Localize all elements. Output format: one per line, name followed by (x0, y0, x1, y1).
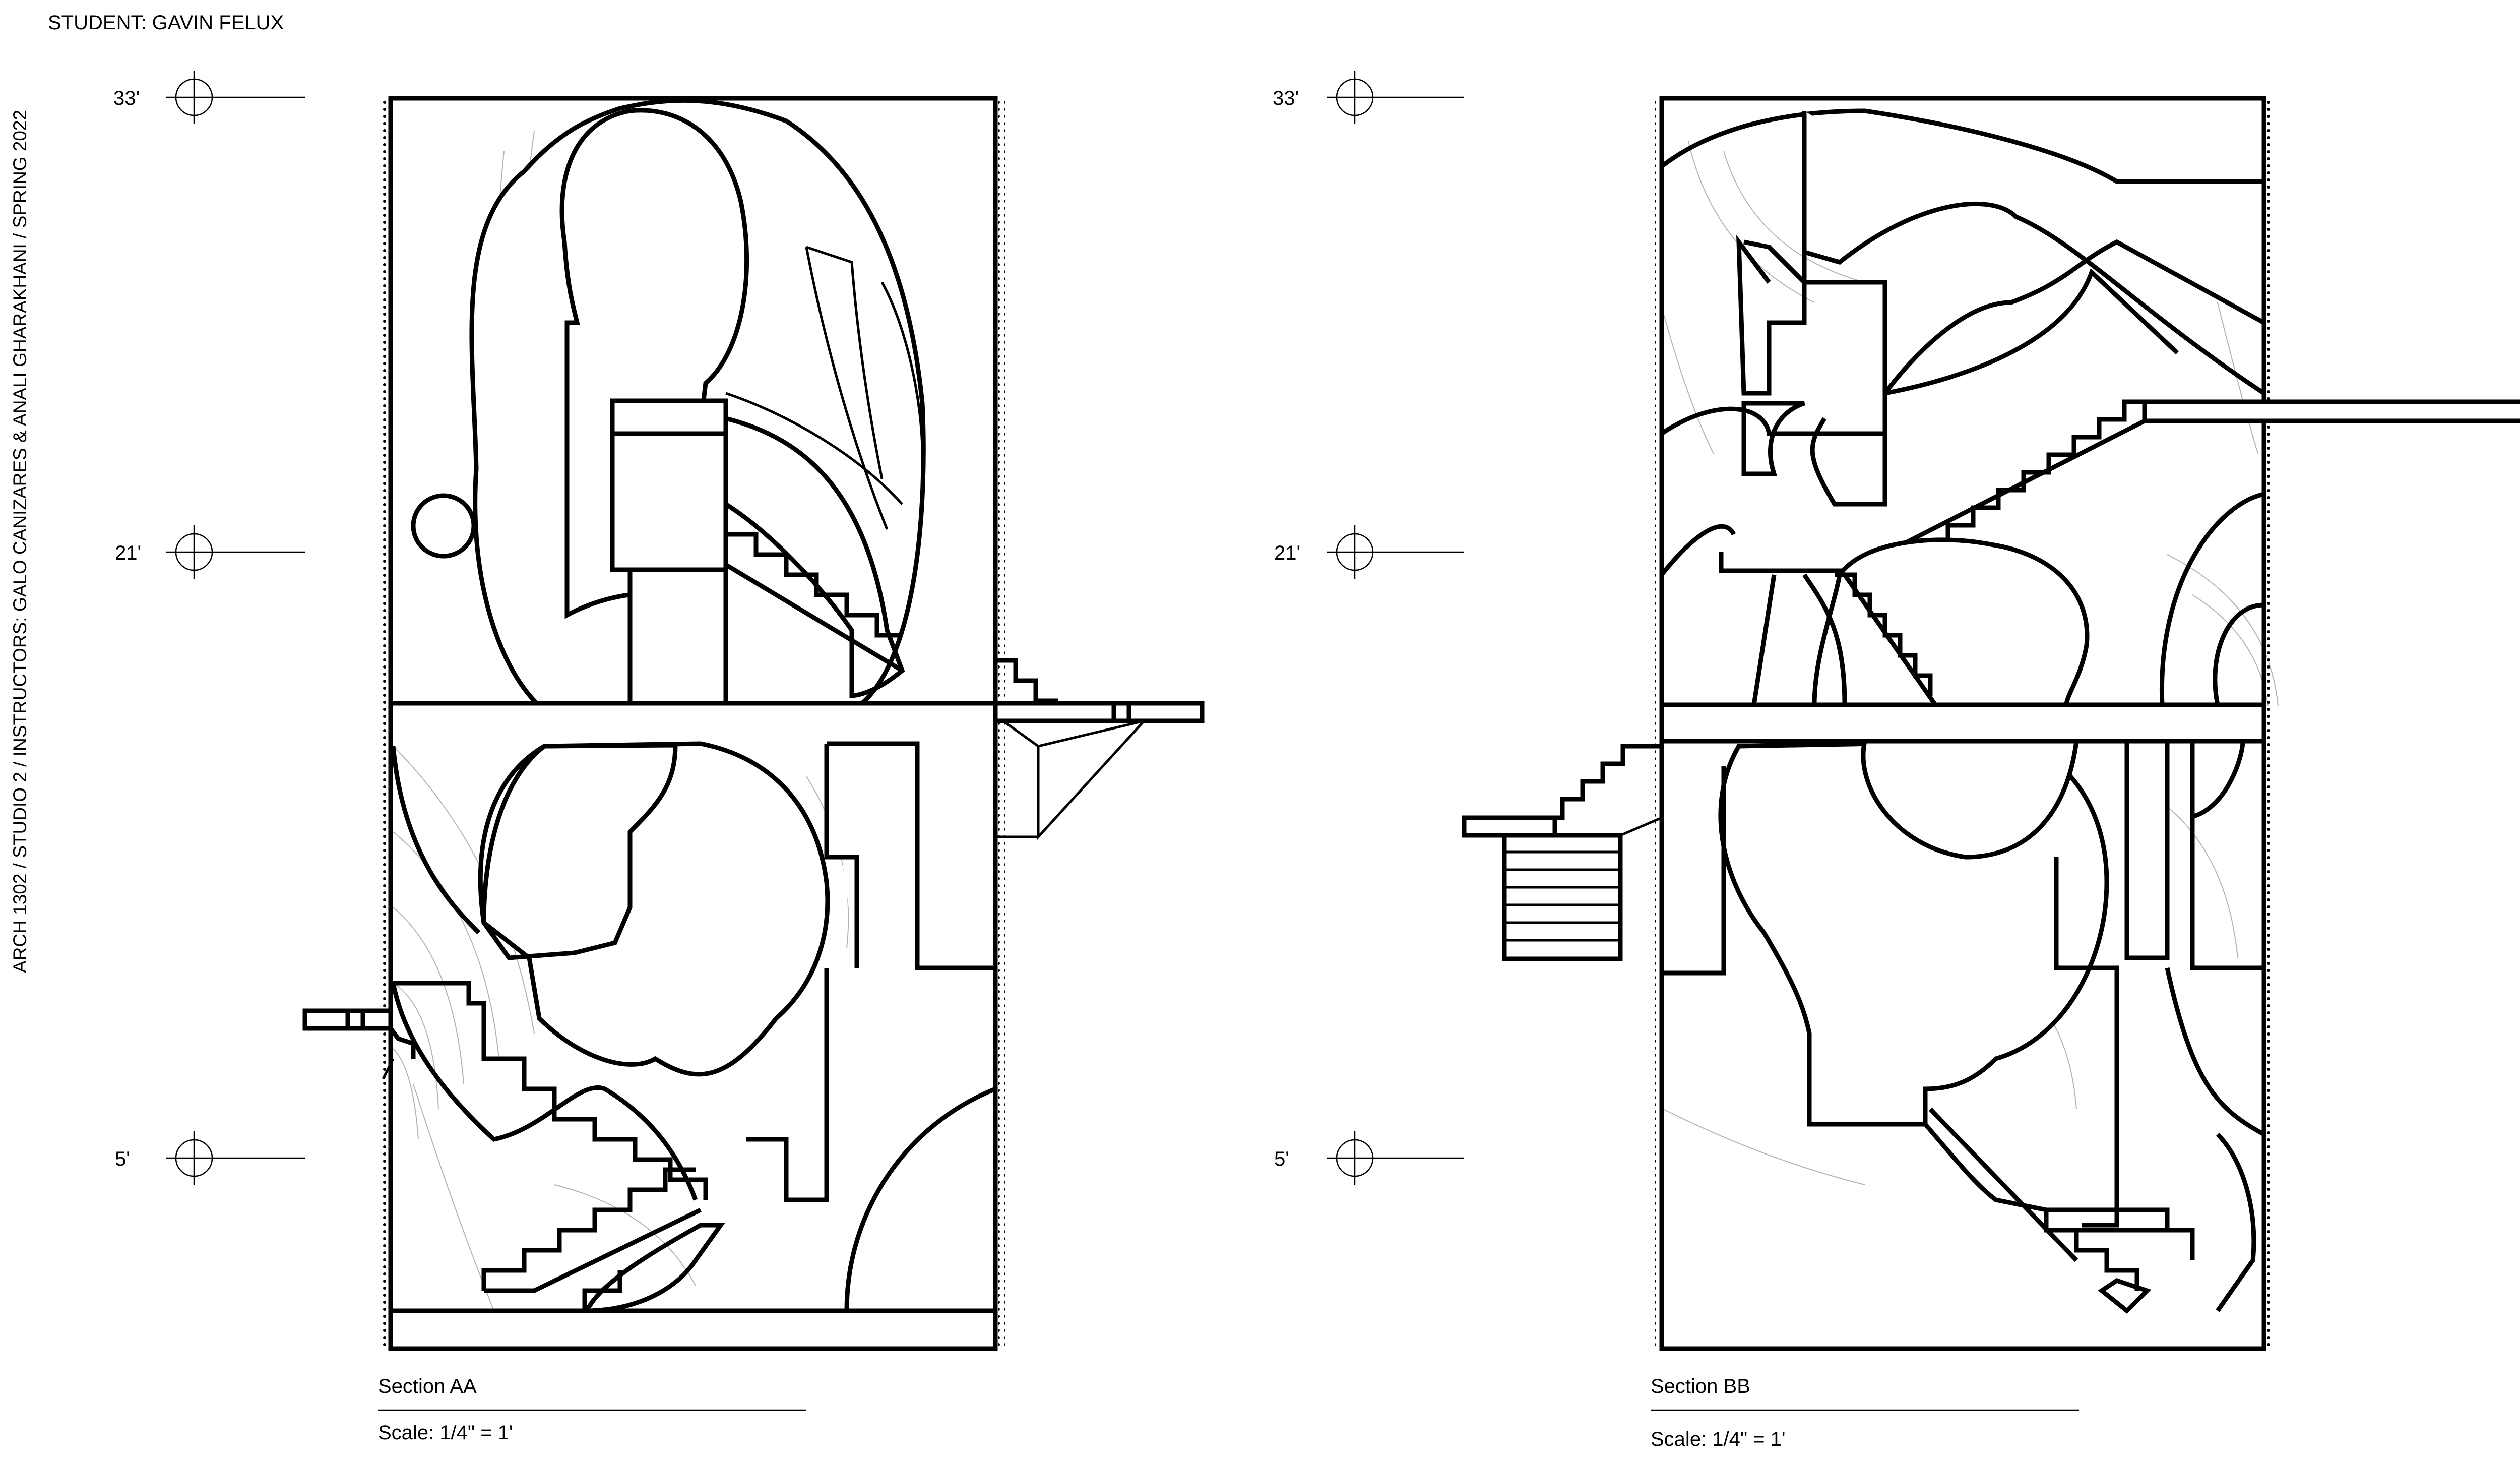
section-bb-drawing: Section BB Scale: 1/4" = 1' (1462, 96, 2520, 1450)
level-label-5: 5' (115, 1148, 130, 1170)
section-aa-title: Section AA (378, 1375, 477, 1398)
aa-lower-right-walls (824, 741, 995, 970)
section-aa-scale: Scale: 1/4" = 1' (378, 1422, 513, 1444)
level-marker-5-right: 5' (1274, 1131, 1464, 1185)
section-aa-drawing: Section AA Scale: 1/4" = 1' (302, 96, 1205, 1444)
aa-lower-bottom-stair (481, 1167, 702, 1293)
aa-right-wall-dots (998, 98, 1005, 1349)
aa-porthole (411, 493, 476, 559)
bb-mid-slab (1659, 702, 2266, 744)
level-marker-5: 5' (115, 1131, 305, 1185)
aa-upper-stair (724, 532, 904, 673)
aa-exterior-stair-right (993, 658, 1205, 840)
level-marker-21: 21' (115, 525, 305, 579)
bb-lower-blob (1812, 537, 2090, 707)
bb-exterior-stair-left (1462, 744, 1662, 961)
aa-upper-right-lobe (723, 415, 905, 698)
level-markers-right: 33' 21' 5' (1273, 71, 1464, 1185)
course-label: ARCH 1302 / STUDIO 2 / INSTRUCTORS: GALO… (10, 110, 30, 973)
bb-lower-stair (1923, 1107, 2139, 1291)
level-marker-33: 33' (113, 71, 305, 124)
aa-upper-box (610, 398, 728, 572)
aa-lower-left-stair (393, 981, 708, 1200)
aa-door-arch (844, 1086, 996, 1311)
section-bb-scale: Scale: 1/4" = 1' (1651, 1428, 1786, 1450)
level-marker-33-right: 33' (1273, 71, 1464, 124)
aa-lower-pod (478, 741, 830, 1077)
level-label-21: 21' (115, 542, 141, 564)
section-bb-title: Section BB (1651, 1375, 1750, 1398)
level-label-5-right: 5' (1274, 1148, 1289, 1170)
bb-right-wall-dots (2265, 98, 2273, 1349)
student-label: STUDENT: GAVIN FELUX (48, 12, 284, 34)
bb-balcony (2142, 399, 2520, 423)
bb-top-tower (1802, 111, 2265, 395)
aa-exterior-stair-left (302, 1008, 416, 1080)
bb-mid-curve (1660, 239, 2265, 436)
level-markers-left: 33' 21' 5' (113, 71, 305, 1185)
aa-lower-hatch (481, 743, 678, 960)
level-label-33-right: 33' (1273, 87, 1299, 109)
level-marker-21-right: 21' (1274, 525, 1464, 579)
bb-arch (1741, 401, 1805, 476)
level-label-33: 33' (113, 87, 140, 109)
bb-top-arc (1660, 108, 2264, 184)
aa-floor-slab (388, 1308, 998, 1351)
level-label-21-right: 21' (1274, 542, 1300, 564)
